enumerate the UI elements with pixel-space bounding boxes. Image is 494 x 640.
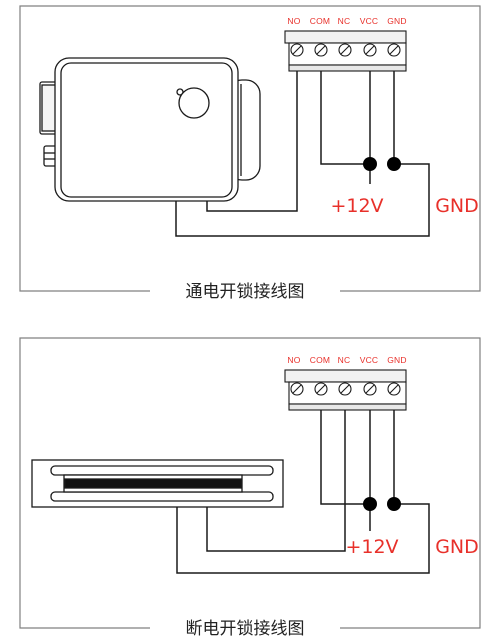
panel-caption: 通电开锁接线图 bbox=[186, 282, 305, 302]
panel-power-on-unlock: NO COM NC VCC GND bbox=[19, 5, 481, 302]
supply-positive-label: +12V bbox=[345, 536, 398, 558]
terminal-label-no: NO bbox=[287, 355, 300, 365]
wires bbox=[175, 71, 430, 237]
terminal-label-com: COM bbox=[310, 16, 330, 26]
bolt-lock-icon bbox=[39, 57, 261, 202]
terminal-block bbox=[284, 30, 407, 72]
panel-frame bbox=[19, 5, 481, 292]
terminal-label-no: NO bbox=[287, 16, 300, 26]
terminal-label-com: COM bbox=[310, 355, 330, 365]
terminal-label-nc: NC bbox=[338, 16, 351, 26]
supply-positive-label: +12V bbox=[330, 195, 383, 217]
supply-negative-label: GND bbox=[435, 195, 479, 217]
panel-frame bbox=[19, 337, 481, 629]
terminal-block bbox=[284, 369, 407, 411]
terminal-label-vcc: VCC bbox=[360, 16, 379, 26]
terminal-label-gnd: GND bbox=[387, 16, 407, 26]
terminal-label-nc: NC bbox=[338, 355, 351, 365]
supply-negative-label: GND bbox=[435, 536, 479, 558]
junction-dot-vcc bbox=[363, 497, 377, 511]
panel-caption: 断电开锁接线图 bbox=[186, 619, 305, 639]
junction-dot-gnd bbox=[387, 497, 401, 511]
terminal-labels: NO COM NC VCC GND bbox=[287, 16, 406, 26]
terminal-labels: NO COM NC VCC GND bbox=[287, 355, 406, 365]
junction-dot-vcc bbox=[363, 157, 377, 171]
terminal-label-gnd: GND bbox=[387, 355, 407, 365]
junction-dot-gnd bbox=[387, 157, 401, 171]
magnetic-lock-icon bbox=[31, 459, 284, 508]
terminal-label-vcc: VCC bbox=[360, 355, 379, 365]
panel-power-off-unlock: NO COM NC VCC GND bbox=[19, 337, 481, 639]
